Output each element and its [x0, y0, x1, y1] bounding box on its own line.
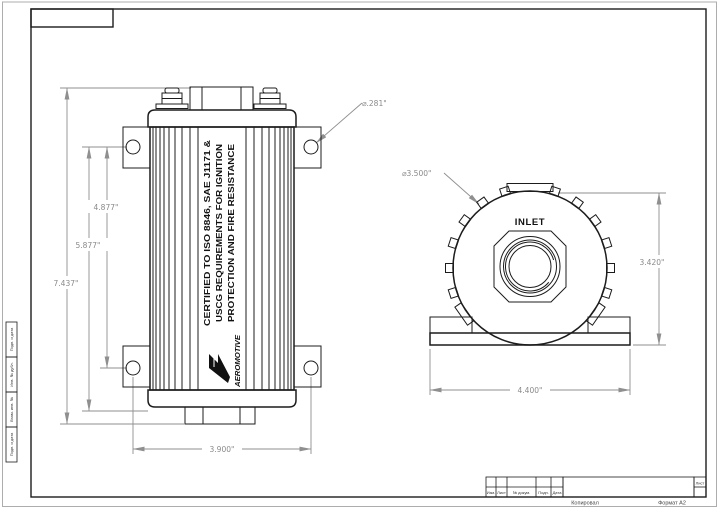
margin-field-label: Инв. № дубл.	[9, 362, 14, 387]
top-end-cap	[147, 109, 297, 128]
rev-col-docnum: № докум.	[513, 490, 531, 495]
port-hex-boss	[493, 230, 567, 303]
certification-text-line1: CERTIFIED TO ISO 8846, SAE J1171 &	[203, 140, 212, 326]
rev-col-list: Лист	[497, 490, 506, 495]
rev-col-podp: Подп.	[538, 490, 549, 495]
margin-field-label: Подп. и дата	[9, 432, 14, 456]
dim-overall-height: 7.437"	[54, 279, 79, 288]
sheet-cell-label: Лист	[696, 481, 705, 486]
dim-mount-hole-diameter: ⌀.281"	[362, 99, 387, 108]
bottom-end-cap	[147, 389, 297, 408]
thread-symbol-arc	[505, 241, 555, 292]
pump-body: CERTIFIED TO ISO 8846, SAE J1171 & USCG …	[149, 126, 295, 391]
mount-hole	[303, 360, 319, 376]
inlet-label: INLET	[515, 217, 545, 228]
footer-copied-label: Копировал	[571, 501, 599, 507]
aeromotive-logo: AEROMOTIVE	[209, 335, 242, 388]
rev-col-izm: Изм.	[487, 490, 496, 495]
terminal-bolt-left	[155, 87, 189, 109]
mount-hole	[303, 139, 319, 155]
inlet-port	[493, 230, 567, 303]
title-block: Изм. Лист № докум. Подп. Дата Лист Копир…	[485, 476, 707, 507]
certification-text-line3: PROTECTION AND FIRE RESISTANCE	[227, 143, 236, 322]
outlet-boss	[184, 406, 256, 425]
dim-body-height: 5.877"	[76, 241, 101, 250]
dim-hole-span-vertical: 4.877"	[94, 203, 119, 212]
corner-reference-box	[30, 8, 114, 28]
mount-hole	[125, 139, 141, 155]
front-view: CERTIFIED TO ISO 8846, SAE J1171 & USCG …	[122, 86, 322, 425]
dim-end-height: 3.420"	[640, 258, 665, 267]
dim-hole-span-horizontal: 3.900"	[210, 445, 235, 454]
margin-field-label: Подп. и дата	[9, 327, 14, 351]
footer-format-label: Формат А2	[658, 501, 686, 507]
cooling-fins	[152, 127, 292, 390]
dim-body-diameter: ⌀3.500"	[402, 169, 431, 178]
margin-field-boxes: Подп. и дата Инв. № дубл. Взам. инв. № П…	[5, 321, 18, 463]
terminal-bolt-right	[253, 87, 287, 109]
mount-hole	[125, 360, 141, 376]
mounting-bracket	[429, 316, 631, 346]
rev-col-data: Дата	[553, 490, 563, 495]
dim-base-width: 4.400"	[518, 386, 543, 395]
end-view: INLET	[429, 183, 631, 346]
brand-name: AEROMOTIVE	[235, 335, 242, 388]
margin-field-label: Взам. инв. №	[9, 397, 14, 422]
dimension-labels: 7.437" 5.877" 4.877" 3.900" ⌀.281" ⌀3.50…	[47, 99, 672, 455]
certification-text-line2: USCG REQUIREMENTS FOR IGNITION	[215, 144, 224, 322]
